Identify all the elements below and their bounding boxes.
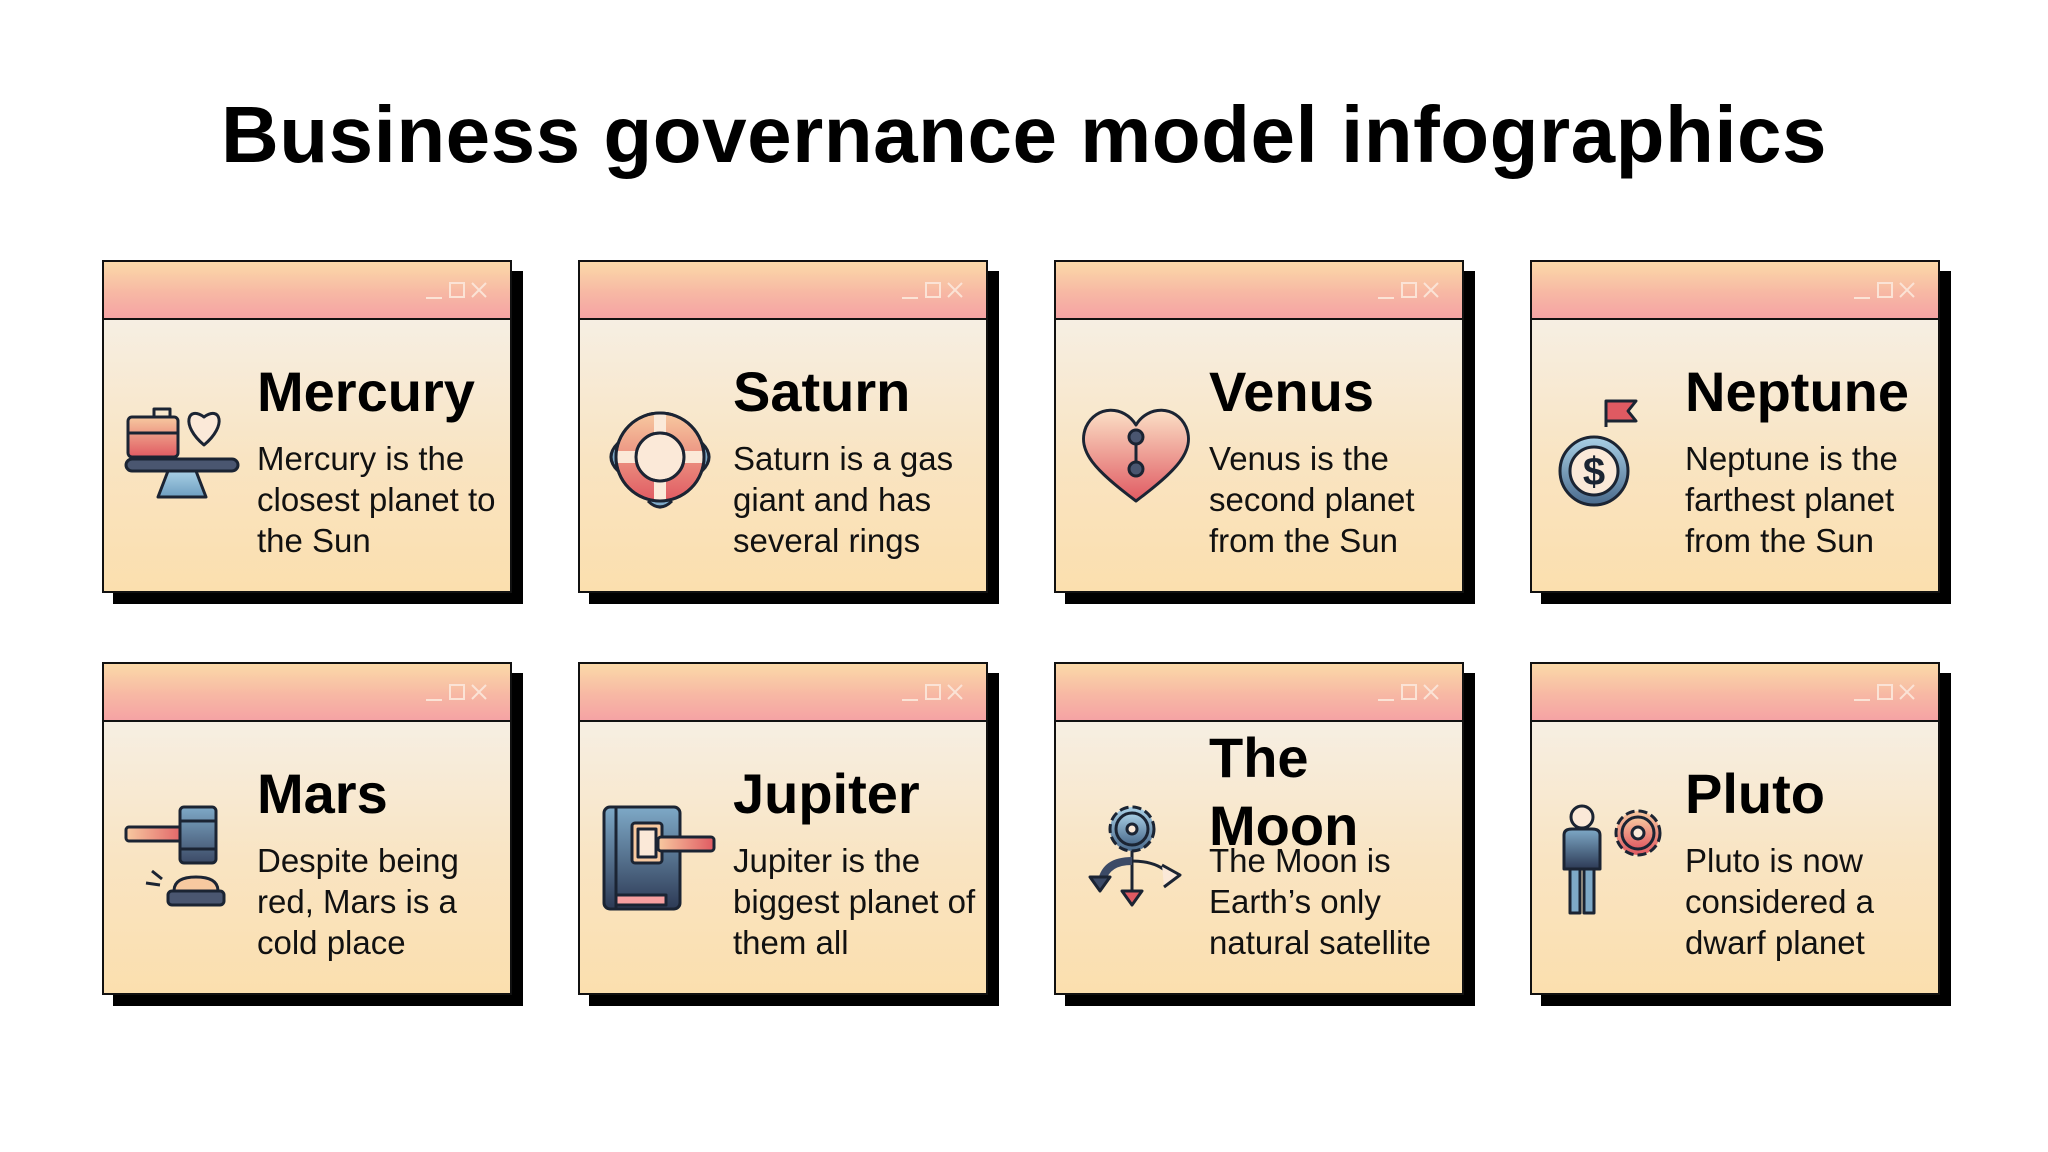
window-controls xyxy=(900,682,964,702)
law-book-icon xyxy=(600,799,720,919)
card-mars: Mars Despite being red, Mars is a cold p… xyxy=(102,662,512,995)
window-controls xyxy=(1376,682,1440,702)
window-controls xyxy=(424,280,488,300)
card-title: Neptune xyxy=(1685,360,1909,423)
card-description: Venus is the second planet from the Sun xyxy=(1209,440,1415,559)
card-description: The Moon is Earth’s only natural satelli… xyxy=(1209,842,1431,961)
card-title: Jupiter xyxy=(733,762,920,825)
maximize-icon xyxy=(449,282,465,298)
window-title-bar xyxy=(1532,262,1938,320)
card-neptune: $ Neptune Neptune is the farthest planet… xyxy=(1530,260,1940,593)
maximize-icon xyxy=(925,282,941,298)
card-title: Venus xyxy=(1209,360,1374,423)
maximize-icon xyxy=(1401,684,1417,700)
card-description: Saturn is a gas giant and has several ri… xyxy=(733,440,954,559)
balance-scale-icon xyxy=(124,397,244,517)
lifebuoy-icon xyxy=(600,397,720,517)
maximize-icon xyxy=(449,684,465,700)
maximize-icon xyxy=(1401,282,1417,298)
card-venus: Venus Venus is the second planet from th… xyxy=(1054,260,1464,593)
card-title: Mars xyxy=(257,762,388,825)
window-title-bar xyxy=(104,664,510,722)
window-controls xyxy=(1376,280,1440,300)
close-icon xyxy=(1899,684,1915,700)
person-gear-icon xyxy=(1552,799,1672,919)
maximize-icon xyxy=(1877,282,1893,298)
window-title-bar xyxy=(1532,664,1938,722)
close-icon xyxy=(471,282,487,298)
card-description: Neptune is the farthest planet from the … xyxy=(1685,440,1898,559)
card-title: Pluto xyxy=(1685,762,1825,825)
page-title: Business governance model infographics xyxy=(220,90,1828,179)
window-title-bar xyxy=(104,262,510,320)
card-description: Jupiter is the biggest planet of them al… xyxy=(733,842,976,961)
card-title: The Moon xyxy=(1209,726,1359,857)
window-title-bar xyxy=(1056,664,1462,722)
window-controls xyxy=(1852,682,1916,702)
window-controls xyxy=(424,682,488,702)
card-description: Pluto is now considered a dwarf planet xyxy=(1685,842,1874,961)
heart-connection-icon xyxy=(1076,397,1196,517)
maximize-icon xyxy=(1877,684,1893,700)
window-title-bar xyxy=(580,262,986,320)
card-pluto: Pluto Pluto is now considered a dwarf pl… xyxy=(1530,662,1940,995)
close-icon xyxy=(471,684,487,700)
card-description: Mercury is the closest planet to the Sun xyxy=(257,440,496,559)
close-icon xyxy=(947,282,963,298)
card-jupiter: Jupiter Jupiter is the biggest planet of… xyxy=(578,662,988,995)
window-controls xyxy=(900,280,964,300)
close-icon xyxy=(1423,282,1439,298)
card-the-moon: The Moon The Moon is Earth’s only natura… xyxy=(1054,662,1464,995)
dollar-coin-flag-icon: $ xyxy=(1552,397,1672,517)
card-title: Saturn xyxy=(733,360,911,423)
card-saturn: Saturn Saturn is a gas giant and has sev… xyxy=(578,260,988,593)
gavel-icon xyxy=(124,799,244,919)
close-icon xyxy=(947,684,963,700)
gear-arrows-icon xyxy=(1076,799,1196,919)
window-controls xyxy=(1852,280,1916,300)
svg-text:$: $ xyxy=(1583,450,1605,494)
card-mercury: Mercury Mercury is the closest planet to… xyxy=(102,260,512,593)
window-title-bar xyxy=(1056,262,1462,320)
maximize-icon xyxy=(925,684,941,700)
close-icon xyxy=(1899,282,1915,298)
card-title: Mercury xyxy=(257,360,475,423)
card-description: Despite being red, Mars is a cold place xyxy=(257,842,459,961)
close-icon xyxy=(1423,684,1439,700)
window-title-bar xyxy=(580,664,986,722)
